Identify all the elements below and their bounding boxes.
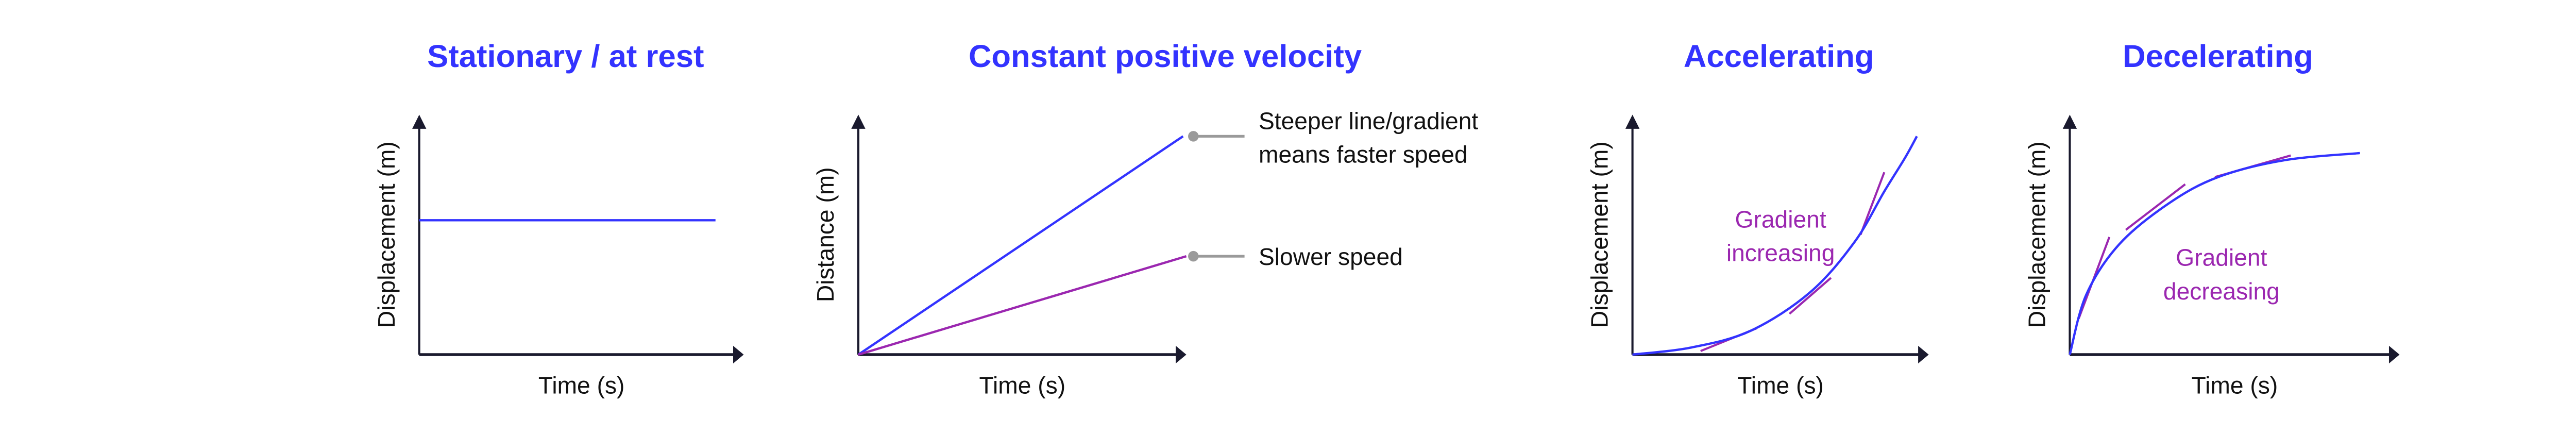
- tangent-line: [2125, 183, 2186, 231]
- x-axis-arrow-icon: [1176, 345, 1187, 364]
- series-line-faster: [857, 135, 1184, 356]
- annotation-text: Slower speed: [1259, 243, 1403, 270]
- y-axis-arrow-icon: [412, 114, 427, 129]
- y-axis-label: Displacement (m): [1586, 141, 1613, 328]
- y-axis-arrow-icon: [851, 114, 866, 129]
- y-axis-label: Displacement (m): [2024, 141, 2050, 328]
- x-axis-label: Time (s): [2192, 372, 2278, 398]
- annotation-text: increasing: [1726, 239, 1835, 266]
- annotation-text: Steeper line/gradient: [1259, 108, 1478, 135]
- x-axis-label: Time (s): [979, 372, 1066, 398]
- chart-title: Stationary / at rest: [427, 39, 704, 74]
- series-line-decelerating: [2069, 152, 2360, 355]
- y-axis-label: Displacement (m): [373, 141, 400, 328]
- annotation-text: Gradient: [2176, 244, 2267, 271]
- annotation-text: decreasing: [2163, 278, 2280, 305]
- annotation-text: Gradient: [1735, 206, 1826, 232]
- chart-title: Decelerating: [2123, 39, 2313, 74]
- chart-title: Constant positive velocity: [969, 39, 1362, 74]
- series-line-accelerating: [1632, 136, 1918, 356]
- x-axis-arrow-icon: [2388, 345, 2400, 364]
- annotation-text: means faster speed: [1259, 141, 1468, 168]
- x-axis-arrow-icon: [733, 345, 744, 364]
- x-axis-label: Time (s): [1737, 372, 1824, 398]
- chart-title: Accelerating: [1684, 39, 1874, 74]
- tangent-line: [1789, 277, 1832, 315]
- y-axis-arrow-icon: [2062, 114, 2077, 129]
- annotation-dot-icon: [1188, 251, 1199, 262]
- y-axis-label: Distance (m): [812, 167, 839, 302]
- series-line-slower: [858, 255, 1187, 356]
- annotation-dot-icon: [1188, 131, 1199, 142]
- y-axis-arrow-icon: [1625, 114, 1640, 129]
- x-axis-arrow-icon: [1918, 345, 1929, 364]
- x-axis-label: Time (s): [538, 372, 625, 398]
- tangent-line: [1859, 172, 1886, 235]
